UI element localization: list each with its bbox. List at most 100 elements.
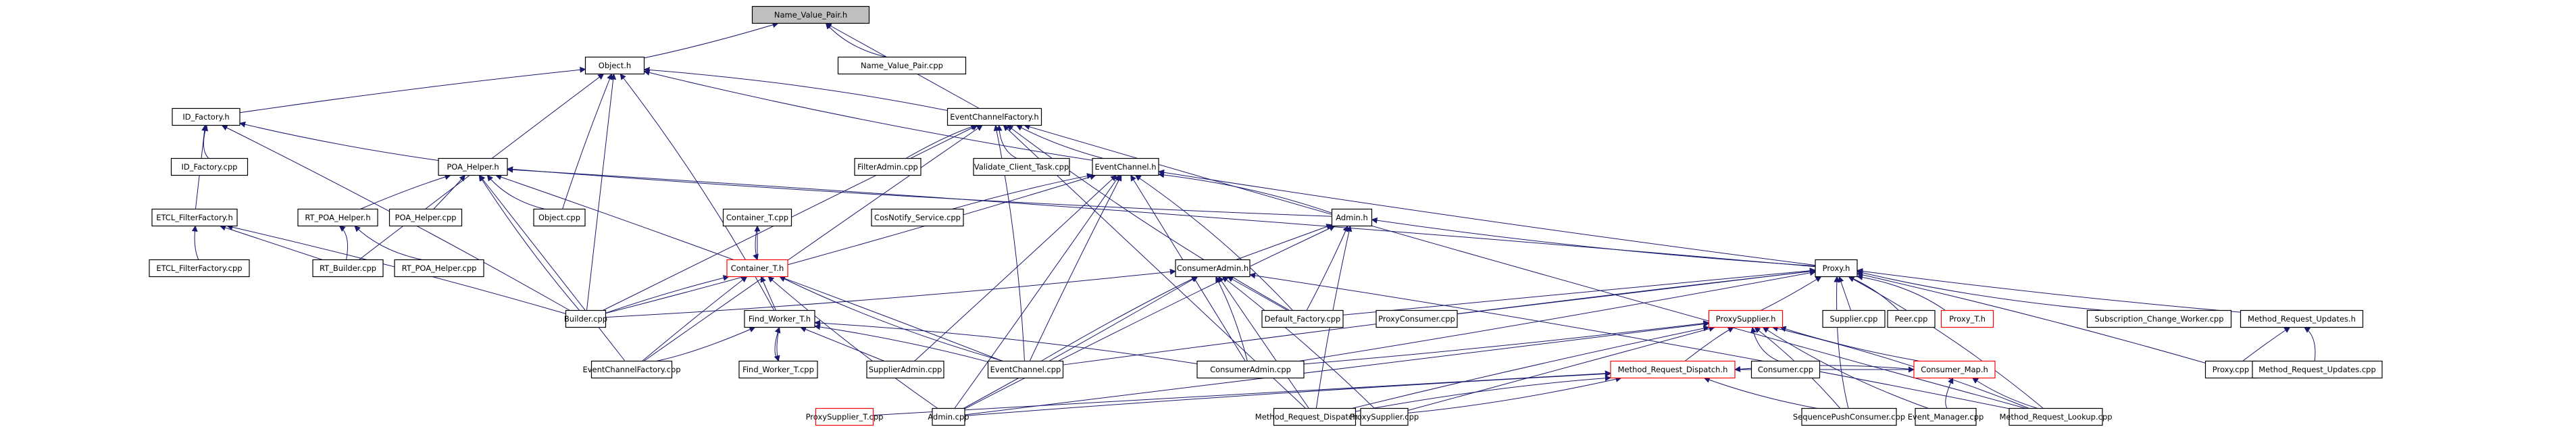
graph-node[interactable]: Consumer_Map.h — [1913, 360, 1996, 379]
graph-node[interactable]: Find_Worker_T.h — [744, 309, 815, 328]
graph-node[interactable]: Validate_Client_Task.cpp — [973, 157, 1070, 176]
dependency-edge — [2304, 327, 2316, 361]
graph-node[interactable]: ID_Factory.h — [172, 107, 241, 126]
graph-node[interactable]: Container_T.h — [726, 259, 788, 278]
graph-node[interactable]: Object.h — [584, 56, 645, 75]
graph-node[interactable]: ProxyConsumer.cpp — [1375, 309, 1458, 328]
dependency-edge — [1972, 377, 2038, 409]
graph-node[interactable]: SequencePushConsumer.cpp — [1793, 407, 1905, 426]
graph-node[interactable]: Builder.cpp — [564, 309, 607, 328]
graph-node[interactable]: Admin.cpp — [928, 407, 969, 426]
node-box — [837, 56, 967, 75]
graph-node[interactable]: Event_Manager.cpp — [1908, 407, 1984, 426]
node-label: SupplierAdmin.cpp — [869, 365, 942, 374]
graph-node[interactable]: ETCL_FilterFactory.cpp — [149, 259, 250, 278]
dependency-edge — [1761, 276, 1822, 311]
graph-node[interactable]: Method_Request_Updates.cpp — [2252, 360, 2383, 379]
node-label: Name_Value_Pair.h — [774, 10, 847, 20]
graph-node[interactable]: Method_Request_Dispatch.cpp — [1255, 407, 1374, 426]
node-box — [738, 360, 818, 379]
graph-node[interactable]: EventChannelFactory.cpp — [582, 360, 681, 379]
graph-node[interactable]: Find_Worker_T.cpp — [738, 360, 818, 379]
dependency-edge — [1249, 272, 2010, 409]
node-label: POA_Helper.cpp — [395, 213, 457, 222]
graph-node[interactable]: ProxySupplier_T.cpp — [806, 407, 884, 426]
graph-node[interactable]: ConsumerAdmin.cpp — [1196, 360, 1305, 379]
node-label: CosNotify_Service.cpp — [874, 213, 961, 222]
node-label: Builder.cpp — [564, 314, 607, 324]
dependency-edge — [643, 67, 948, 111]
node-label: Admin.cpp — [928, 412, 969, 422]
graph-node[interactable]: Method_Request_Lookup.cpp — [1999, 407, 2113, 426]
graph-node[interactable]: ID_Factory.cpp — [170, 157, 249, 176]
node-box — [151, 208, 238, 227]
graph-node[interactable]: Default_Factory.cpp — [1261, 309, 1344, 328]
graph-node[interactable]: Proxy.cpp — [2204, 360, 2257, 379]
graph-node[interactable]: FilterAdmin.cpp — [854, 157, 921, 176]
node-box — [2086, 309, 2232, 328]
dependency-edge — [1750, 326, 1779, 361]
dependency-edge — [1306, 225, 1348, 311]
edge-layer — [191, 22, 2316, 416]
graph-node[interactable]: POA_Helper.h — [438, 157, 508, 176]
graph-node[interactable]: EventChannel.cpp — [987, 360, 1064, 379]
node-label: SequencePushConsumer.cpp — [1793, 412, 1905, 422]
dependency-edge — [1857, 274, 1946, 311]
graph-node[interactable]: Peer.cpp — [1887, 309, 1936, 328]
graph-node[interactable]: ETCL_FilterFactory.h — [151, 208, 238, 227]
graph-node[interactable]: Method_Request_Dispatch.h — [1610, 360, 1736, 379]
dependency-edge — [1771, 325, 2029, 409]
graph-node[interactable]: Subscription_Change_Worker.cpp — [2086, 309, 2232, 328]
graph-node[interactable]: ProxySupplier.h — [1708, 309, 1784, 328]
graph-node[interactable]: EventChannelFactory.h — [946, 107, 1042, 126]
graph-node[interactable]: ProxySupplier.cpp — [1350, 407, 1419, 426]
node-box — [172, 107, 241, 126]
graph-node[interactable]: Supplier.cpp — [1822, 309, 1886, 328]
graph-node[interactable]: ConsumerAdmin.h — [1175, 259, 1251, 278]
node-box — [1750, 360, 1821, 379]
dependency-edge — [1848, 276, 2044, 409]
graph-node[interactable]: CosNotify_Service.cpp — [871, 208, 964, 227]
node-box — [1375, 309, 1458, 328]
graph-node[interactable]: RT_Builder.cpp — [312, 259, 384, 278]
node-box — [1940, 309, 1994, 328]
graph-node-root[interactable]: Name_Value_Pair.h — [751, 5, 870, 24]
node-box — [1331, 208, 1373, 227]
node-label: ConsumerAdmin.cpp — [1210, 365, 1291, 374]
dependency-edge — [760, 276, 776, 311]
dependency-edge — [605, 268, 1176, 318]
graph-node[interactable]: Name_Value_Pair.cpp — [837, 56, 967, 75]
dependency-edge — [219, 224, 323, 260]
node-label: Method_Request_Lookup.cpp — [1999, 412, 2112, 422]
node-box — [751, 5, 870, 24]
dependency-edge — [1215, 276, 1248, 361]
dependency-edge — [507, 166, 1332, 217]
node-box — [170, 157, 249, 176]
graph-node[interactable]: POA_Helper.cpp — [388, 208, 463, 227]
node-box — [2204, 360, 2257, 379]
graph-node[interactable]: RT_POA_Helper.h — [297, 208, 378, 227]
node-label: RT_Builder.cpp — [320, 263, 376, 273]
node-label: Validate_Client_Task.cpp — [974, 162, 1069, 172]
graph-node[interactable]: Container_T.cpp — [722, 208, 792, 227]
dependency-edge — [774, 327, 780, 362]
graph-node[interactable]: SupplierAdmin.cpp — [866, 360, 944, 379]
node-box — [1913, 360, 1996, 379]
graph-node[interactable]: Object.cpp — [533, 208, 586, 227]
node-label: Proxy_T.h — [1949, 314, 1986, 324]
node-label: Method_Request_Updates.cpp — [2258, 365, 2376, 374]
dependency-edge — [1221, 276, 1375, 409]
node-box — [1915, 407, 1977, 426]
graph-node[interactable]: Consumer.cpp — [1750, 360, 1821, 379]
graph-node[interactable]: RT_POA_Helper.cpp — [394, 259, 484, 278]
graph-node[interactable]: EventChannel.h — [1092, 157, 1159, 176]
graph-node[interactable]: Method_Request_Updates.h — [2240, 309, 2364, 328]
node-box — [973, 157, 1070, 176]
graph-node[interactable]: Proxy.h — [1815, 259, 1858, 278]
graph-node[interactable]: Proxy_T.h — [1940, 309, 1994, 328]
graph-node[interactable]: Admin.h — [1331, 208, 1373, 227]
node-box — [854, 157, 921, 176]
node-box — [946, 107, 1042, 126]
node-box — [866, 360, 944, 379]
dependency-edge — [767, 276, 938, 409]
